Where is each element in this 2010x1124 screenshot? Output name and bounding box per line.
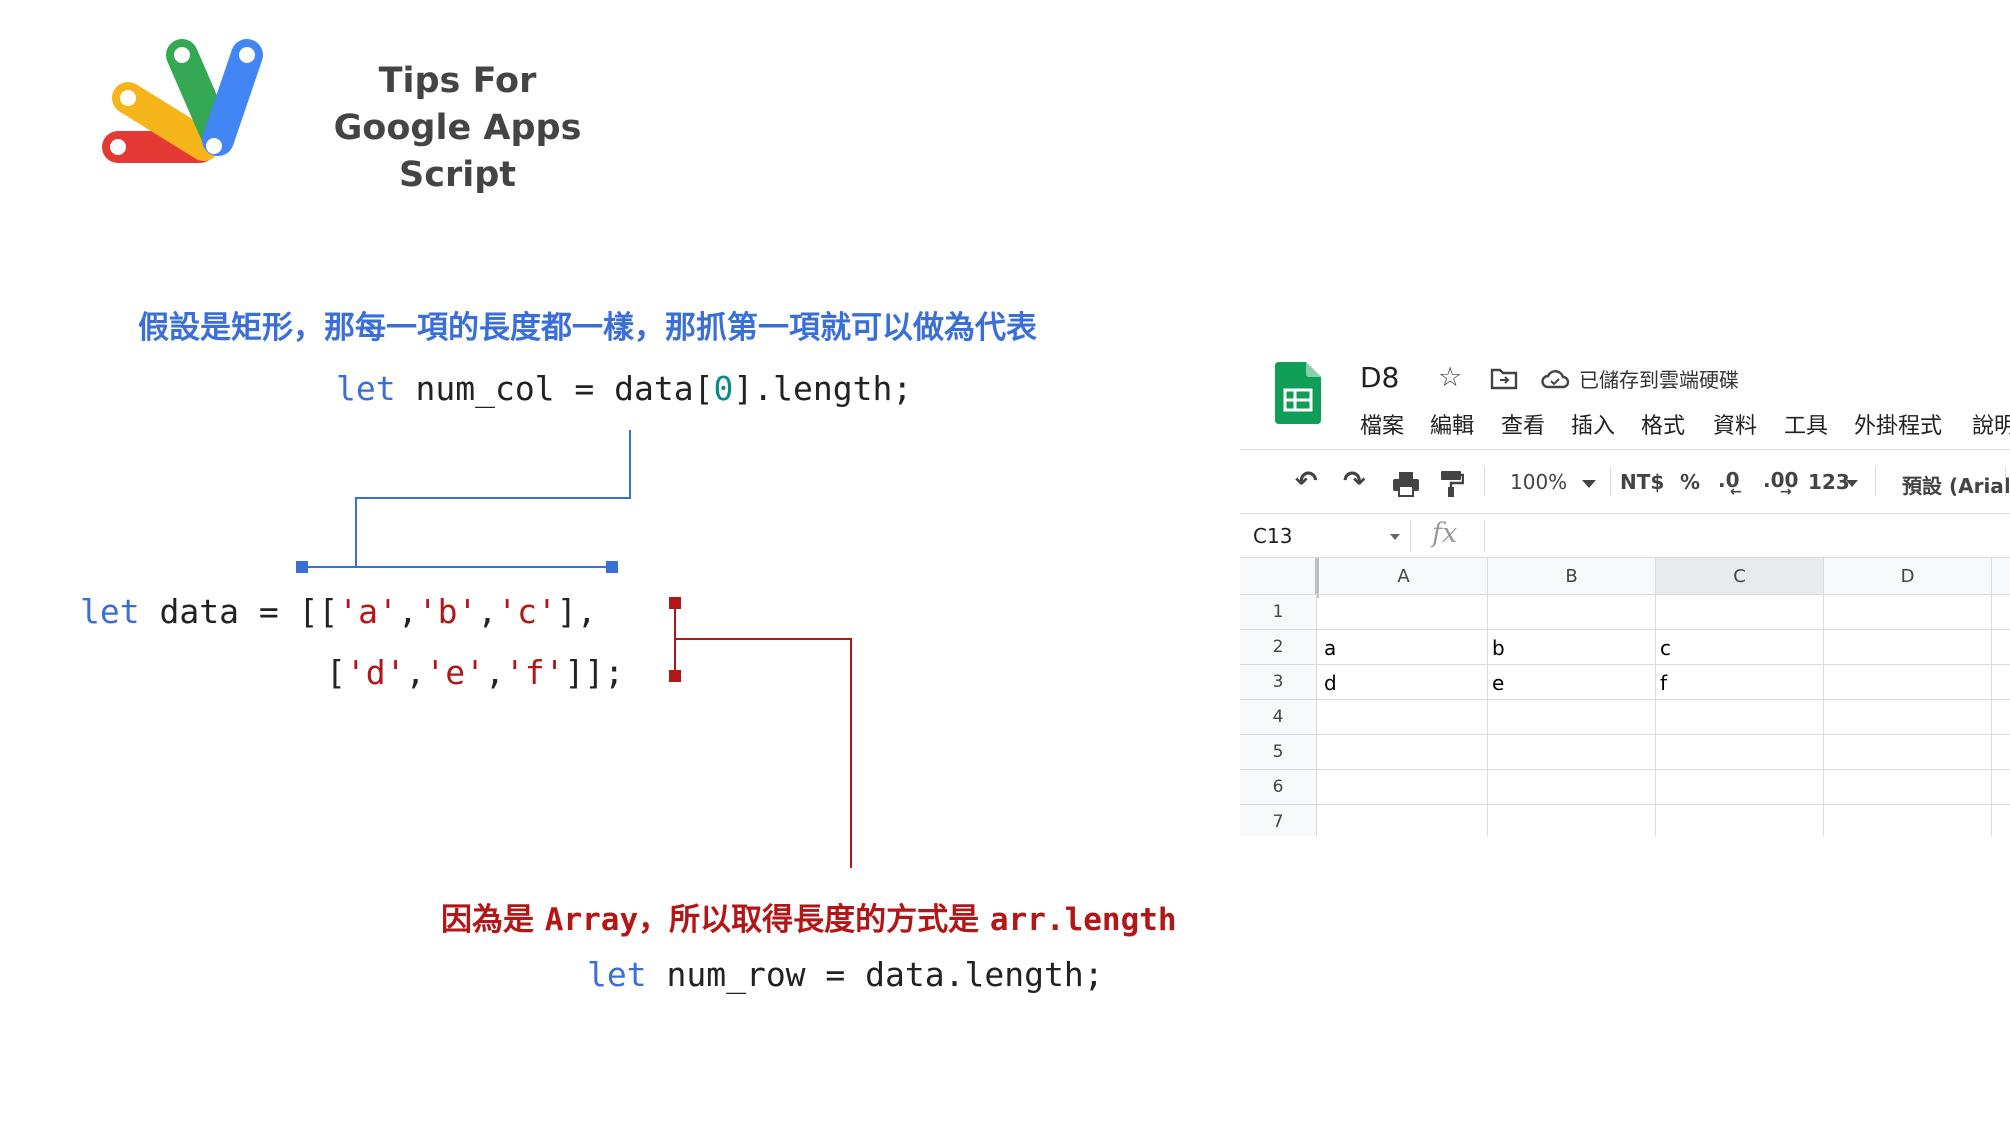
column-header-b[interactable]: B: [1565, 566, 1578, 587]
menu-edit[interactable]: 編輯: [1430, 414, 1475, 439]
blue-marker-right: [606, 561, 618, 573]
font-family-select[interactable]: 預設 (Arial): [1902, 474, 2010, 498]
brand-line-2: Google Apps Script: [333, 108, 582, 195]
code-num-col: let num_col = data[0].length;: [336, 369, 913, 408]
more-formats-button[interactable]: 123: [1808, 470, 1850, 494]
brand-title: Tips For Google Apps Script: [285, 58, 630, 199]
row-header-5[interactable]: 5: [1272, 742, 1284, 762]
menu-file[interactable]: 檔案: [1360, 414, 1405, 439]
zoom-select[interactable]: 100%: [1510, 470, 1568, 494]
menu-addons[interactable]: 外掛程式: [1854, 414, 1943, 439]
sheets-window: D8 ☆ 已儲存到雲端硬碟 檔案 編輯 查看 插入 格式 資料 工具 外掛程式 …: [1240, 348, 2010, 836]
print-icon[interactable]: [1392, 471, 1420, 497]
increase-decimal-arrow-icon: →: [1780, 484, 1792, 500]
row-header-1[interactable]: 1: [1272, 602, 1284, 622]
save-status: 已儲存到雲端硬碟: [1579, 368, 1739, 392]
code-num-row: let num_row = data.length;: [587, 955, 1104, 994]
menu-view[interactable]: 查看: [1501, 414, 1546, 439]
apps-script-logo: [102, 39, 263, 163]
column-header-a[interactable]: A: [1397, 566, 1410, 587]
decrease-decimal-button[interactable]: .0: [1718, 468, 1740, 492]
blue-marker-left: [296, 561, 308, 573]
increase-decimal-button[interactable]: .00: [1763, 468, 1799, 492]
menu-help[interactable]: 說明: [1972, 414, 2010, 439]
move-folder-icon[interactable]: [1490, 366, 1518, 390]
kw-let: let: [336, 369, 396, 408]
cloud-saved-icon: [1541, 370, 1570, 389]
code-data-line-2: ['d','e','f']];: [326, 653, 625, 692]
row-header-7[interactable]: 7: [1272, 812, 1284, 832]
currency-format-button[interactable]: NT$: [1620, 470, 1665, 494]
code-data-line-1: let data = [['a','b','c'],: [80, 592, 597, 631]
index-zero: 0: [713, 369, 734, 408]
star-icon[interactable]: ☆: [1438, 362, 1463, 393]
row-header-3[interactable]: 3: [1272, 672, 1284, 692]
percent-format-button[interactable]: %: [1680, 470, 1701, 494]
paint-format-icon[interactable]: [1440, 470, 1464, 498]
chevron-down-icon[interactable]: [1846, 480, 1858, 487]
blue-bracket: [302, 430, 631, 568]
redo-icon[interactable]: ↷: [1343, 466, 1366, 497]
kw-let: let: [80, 592, 140, 631]
formula-fx-icon: fx: [1432, 518, 1458, 549]
column-header-c[interactable]: C: [1733, 566, 1746, 587]
brand-line-1: Tips For: [378, 61, 537, 101]
row-header-2[interactable]: 2: [1272, 637, 1284, 657]
red-marker-top: [669, 597, 681, 609]
menu-tools[interactable]: 工具: [1784, 414, 1829, 439]
red-marker-bottom: [669, 670, 681, 682]
row-header-bar: [1240, 594, 1316, 836]
cell-a2[interactable]: a: [1324, 636, 1337, 660]
cell-b3[interactable]: e: [1492, 671, 1505, 695]
kw-let: let: [587, 955, 647, 994]
column-header-d[interactable]: D: [1900, 566, 1915, 587]
formula-input[interactable]: [1490, 516, 2010, 556]
menu-insert[interactable]: 插入: [1571, 414, 1616, 439]
cell-c3[interactable]: f: [1660, 671, 1668, 695]
row-header-6[interactable]: 6: [1272, 777, 1284, 797]
chevron-down-icon[interactable]: [1390, 534, 1400, 540]
menu-format[interactable]: 格式: [1641, 414, 1686, 439]
doc-title[interactable]: D8: [1360, 361, 1400, 394]
red-bracket: [674, 603, 852, 868]
row-header-4[interactable]: 4: [1272, 707, 1284, 727]
logo-orange-key: [112, 82, 220, 161]
connector-diagram: [296, 430, 852, 868]
chevron-down-icon[interactable]: [1582, 480, 1596, 488]
select-all-corner[interactable]: [1240, 558, 1319, 598]
column-c-header-highlight: [1655, 558, 1823, 594]
menu-data[interactable]: 資料: [1713, 414, 1758, 439]
undo-icon[interactable]: ↶: [1295, 466, 1318, 497]
name-box[interactable]: C13: [1253, 524, 1293, 548]
cell-c2[interactable]: c: [1660, 636, 1671, 660]
cell-b2[interactable]: b: [1492, 636, 1505, 660]
top-caption: 假設是矩形，那每一項的長度都一樣，那抓第一項就可以做為代表: [138, 310, 1037, 346]
cell-a3[interactable]: d: [1324, 671, 1337, 695]
sheets-icon: [1275, 362, 1321, 424]
logo-blue-key: [202, 39, 263, 156]
bottom-caption: 因為是 Array，所以取得長度的方式是 arr.length: [441, 902, 1177, 938]
decrease-decimal-arrow-icon: ←: [1730, 484, 1742, 500]
